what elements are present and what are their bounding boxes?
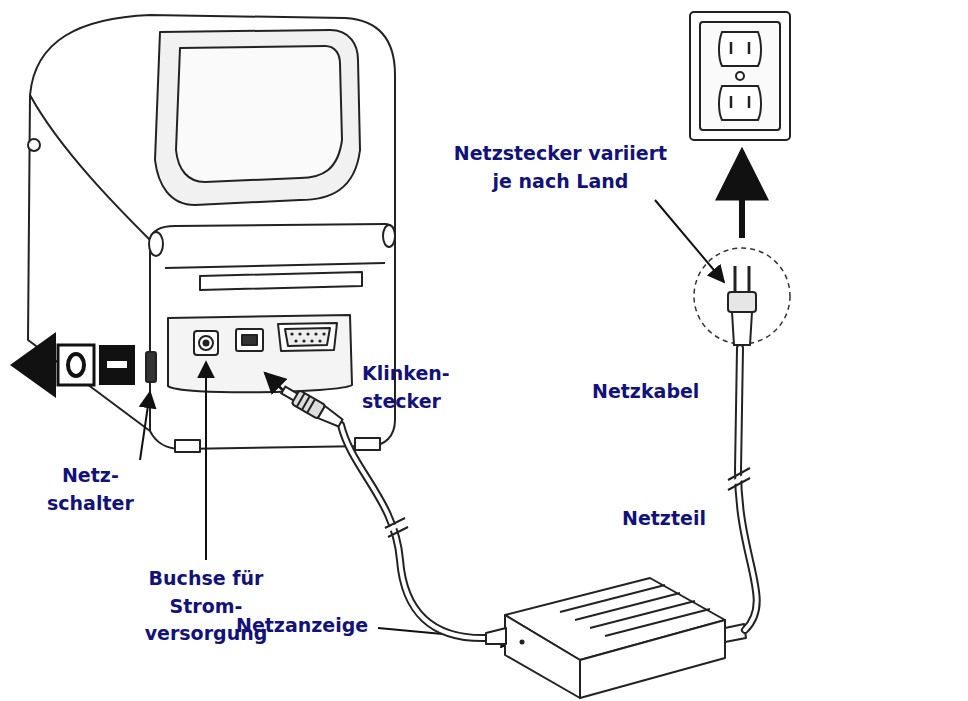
- hinge-right: [383, 225, 395, 247]
- serial-port: [285, 328, 330, 346]
- leader-line: [205, 362, 207, 560]
- hinge-left: [149, 232, 163, 256]
- callout-label: Netzstecker variiert je nach Land: [443, 140, 678, 195]
- mains-cable: [738, 348, 757, 630]
- cable-break: [385, 518, 408, 537]
- callout-label: Netzkabel: [592, 378, 699, 406]
- printer-back-top-edge: [150, 224, 395, 240]
- power-indicator: [520, 640, 525, 645]
- printer-body: [28, 15, 395, 449]
- side-button: [28, 139, 40, 151]
- power-switch: [146, 352, 156, 382]
- power-jack-pin: [204, 341, 209, 346]
- leader-line: [655, 200, 724, 282]
- callout-label: Netzanzeige: [236, 612, 368, 640]
- vent-lines: [560, 585, 710, 636]
- printer-lid: [155, 30, 360, 205]
- serial-port-shell: [278, 323, 337, 351]
- on-symbol: [107, 361, 127, 368]
- power-jack-frame: [194, 331, 218, 355]
- usb-port-inner: [242, 335, 257, 345]
- printer-foot: [355, 438, 380, 450]
- callout-label: Netz- schalter: [47, 462, 134, 517]
- wall-outlet: [690, 12, 790, 140]
- insert-arrow: [739, 152, 745, 238]
- rear-panel: [168, 315, 352, 392]
- power-supply-front: [505, 615, 580, 698]
- off-symbol-box: [58, 345, 94, 385]
- switch-direction-arrow: [10, 332, 56, 398]
- cable-break: [728, 468, 750, 490]
- lid-window: [176, 46, 342, 182]
- printer-foot: [175, 440, 200, 452]
- callout-label: Netzteil: [622, 505, 706, 533]
- callout-label: Klinken- stecker: [362, 360, 450, 415]
- on-symbol-box: [99, 345, 135, 385]
- media-slot: [200, 272, 362, 290]
- dc-cable: [341, 425, 488, 638]
- leader-line: [140, 392, 150, 460]
- back-groove: [165, 263, 385, 268]
- strain-relief-left: [486, 628, 506, 644]
- barrel-plug: [279, 383, 344, 430]
- off-symbol: [68, 354, 84, 376]
- mains-plug: [728, 266, 756, 345]
- power-supply-side: [580, 620, 725, 698]
- power-jack: [199, 336, 213, 350]
- plug-highlight-circle: [694, 248, 790, 344]
- usb-port: [236, 329, 263, 351]
